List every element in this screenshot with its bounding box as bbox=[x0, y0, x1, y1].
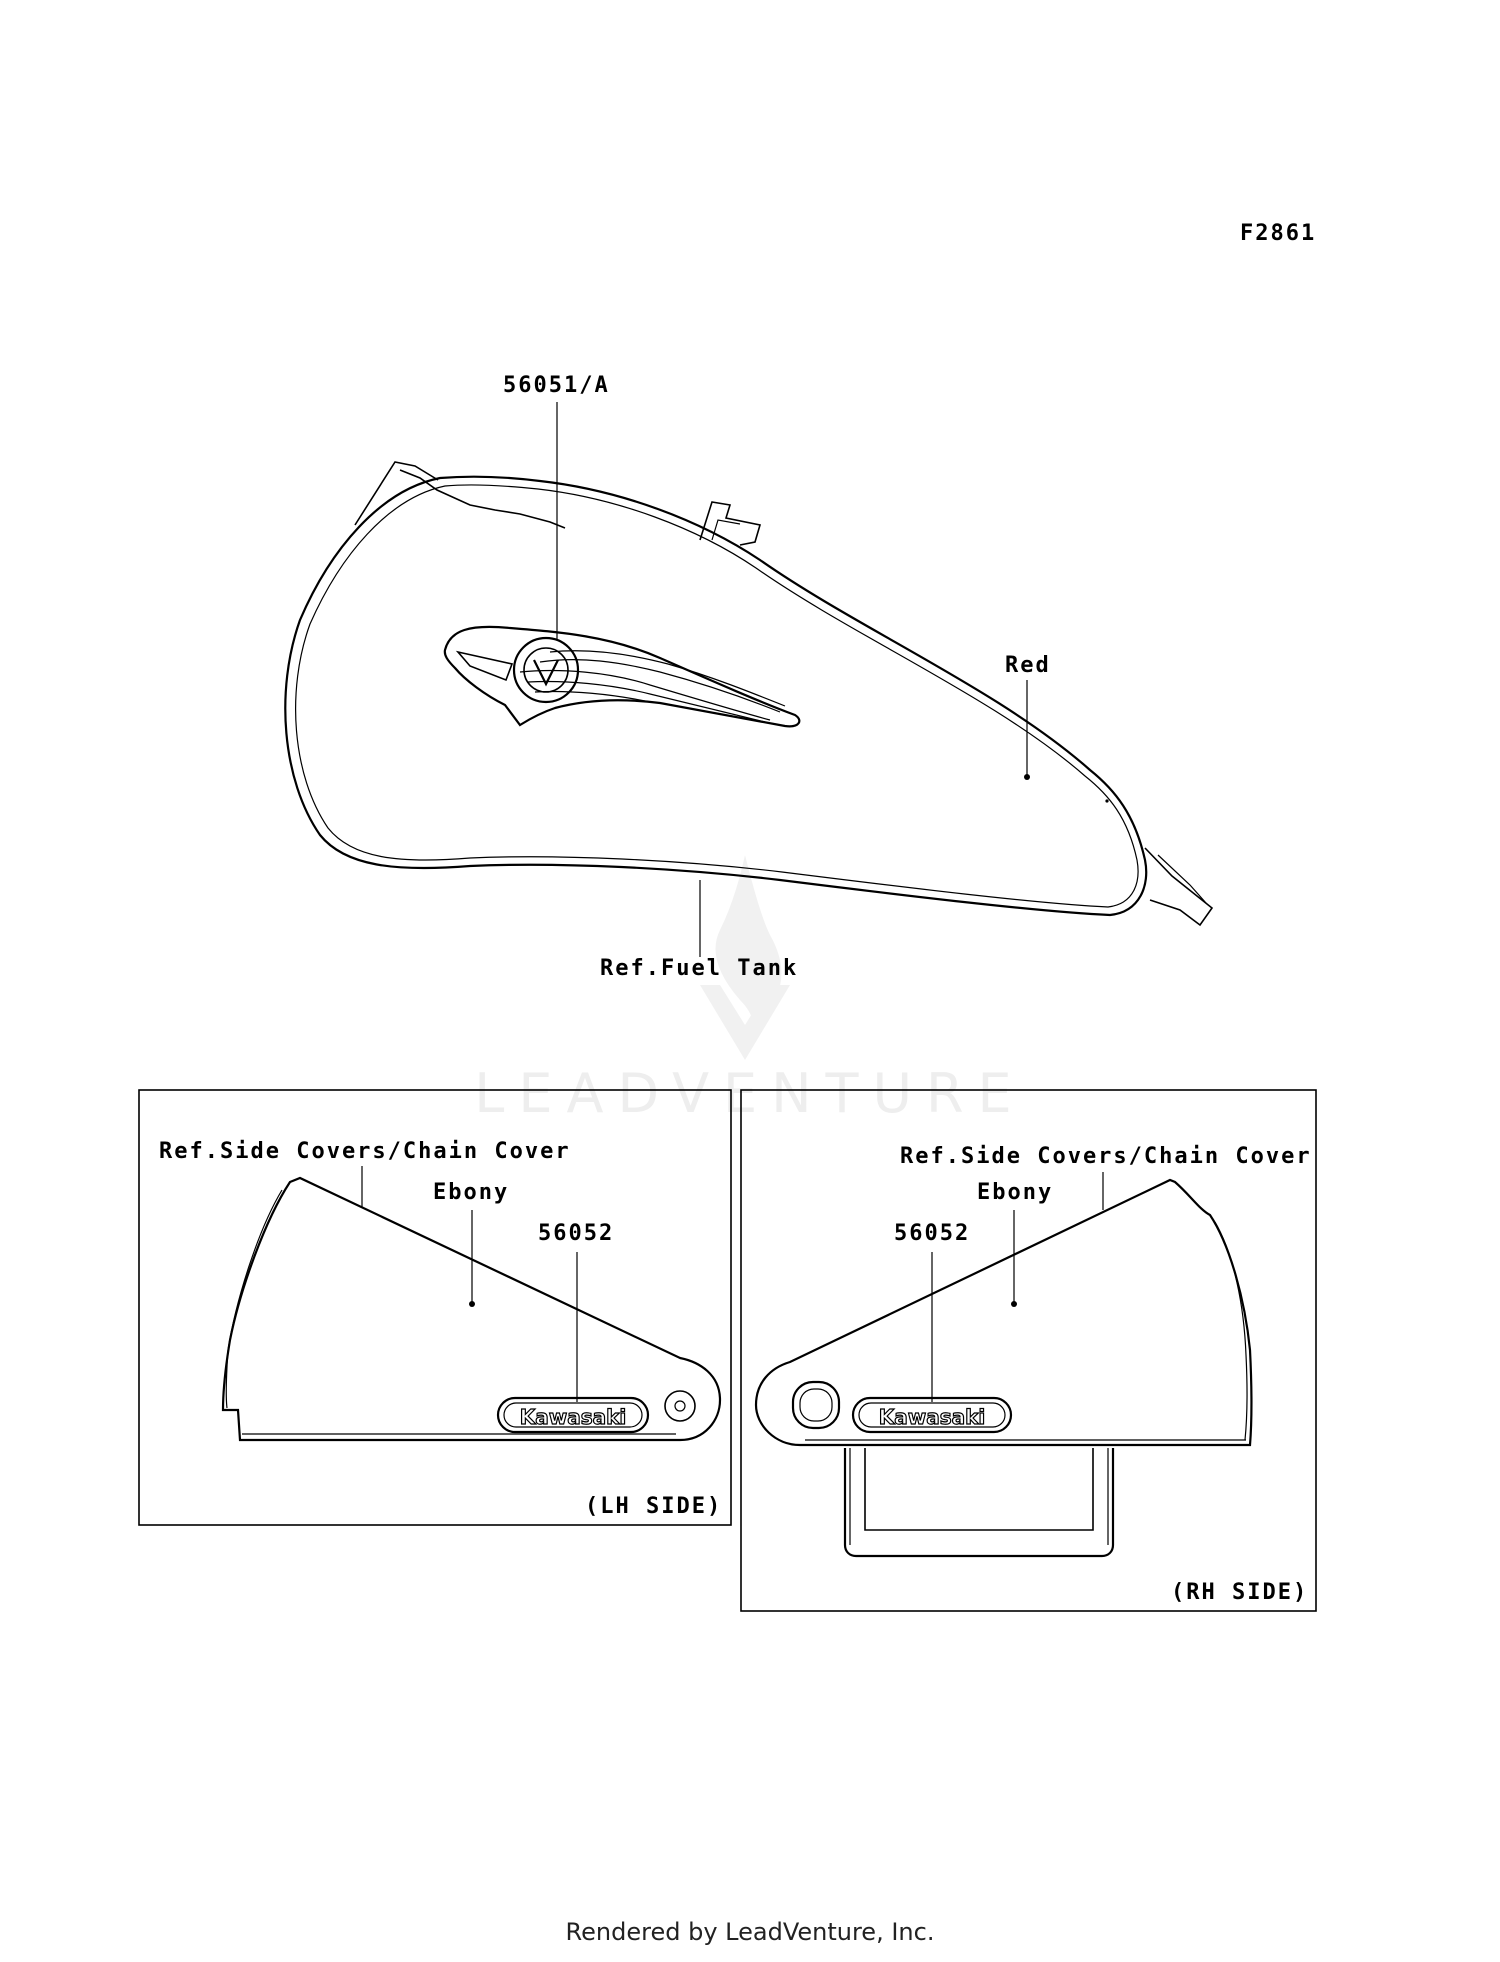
rh-leader-ebony-dot bbox=[1011, 1301, 1017, 1307]
lh-color-label: Ebony bbox=[433, 1180, 509, 1205]
lh-panel-frame bbox=[138, 1089, 732, 1526]
rh-side-cover-drawing: Kawasaki bbox=[754, 1178, 1253, 1558]
lh-side-cover-drawing: Kawasaki bbox=[221, 1176, 722, 1442]
rh-kawasaki-emblem: Kawasaki bbox=[879, 1405, 986, 1429]
figure-code: F2861 bbox=[1240, 221, 1316, 246]
lh-part-label: 56052 bbox=[538, 1221, 614, 1246]
lh-ref-label: Ref.Side Covers/Chain Cover bbox=[159, 1139, 571, 1164]
leadventure-watermark: LEADVENTURE bbox=[474, 855, 1025, 1125]
lh-leader-ebony-dot bbox=[469, 1301, 475, 1307]
fuel-tank-color-label: Red bbox=[1005, 653, 1051, 678]
footer-credit: Rendered by LeadVenture, Inc. bbox=[565, 1918, 935, 1946]
leader-red-dot bbox=[1024, 774, 1030, 780]
lh-kawasaki-emblem: Kawasaki bbox=[520, 1405, 627, 1429]
watermark-text: LEADVENTURE bbox=[474, 1062, 1025, 1125]
fuel-tank-part-label: 56051/A bbox=[503, 373, 610, 398]
fuel-tank-drawing bbox=[284, 461, 1214, 927]
rh-ref-label: Ref.Side Covers/Chain Cover bbox=[900, 1144, 1312, 1169]
v-emblem bbox=[443, 625, 801, 728]
rh-part-label: 56052 bbox=[894, 1221, 970, 1246]
rh-panel-frame bbox=[740, 1089, 1317, 1612]
rh-side-label: (RH SIDE) bbox=[1171, 1580, 1308, 1605]
rh-color-label: Ebony bbox=[977, 1180, 1053, 1205]
fuel-tank-ref-label: Ref.Fuel Tank bbox=[600, 956, 798, 981]
lh-side-label: (LH SIDE) bbox=[585, 1494, 722, 1519]
